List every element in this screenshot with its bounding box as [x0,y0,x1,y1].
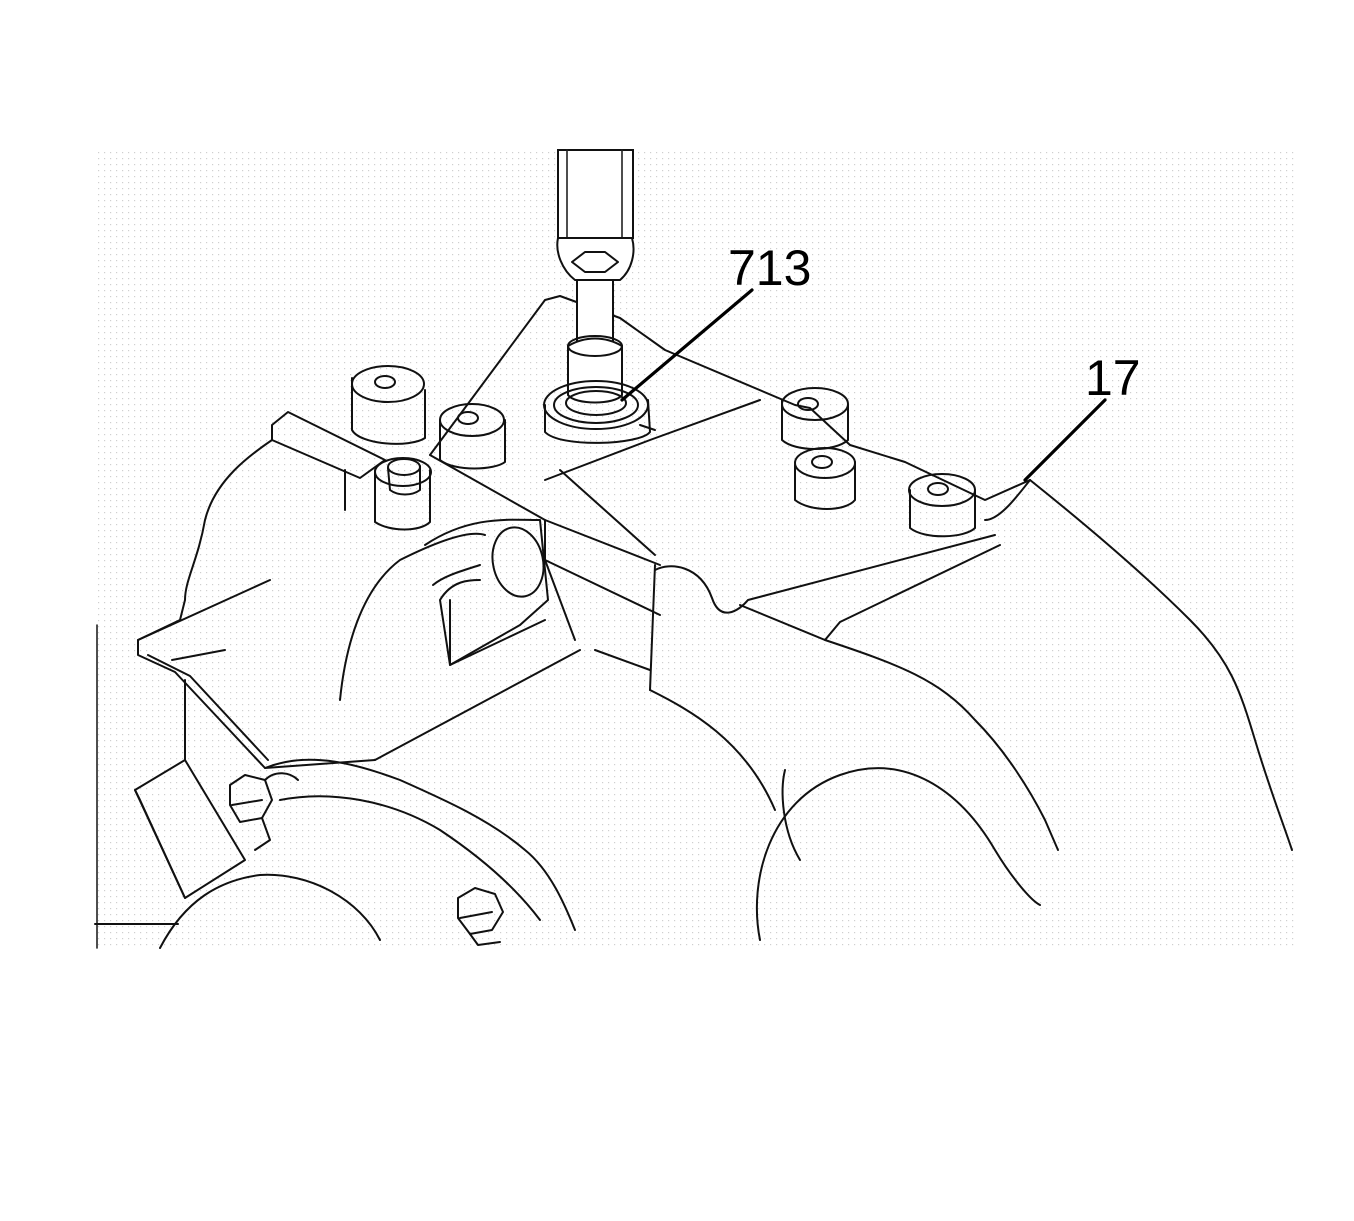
shaft-bore [339,518,549,701]
callout-leader-713 [620,288,754,402]
halftone-background [95,152,1295,950]
installer-tool [556,149,635,404]
mounting-boss [439,403,506,470]
hex-bolt [457,887,504,946]
mounting-boss [351,365,426,445]
mounting-boss [794,447,856,510]
mounting-boss [908,473,976,538]
seal-bore [543,380,656,444]
callout-leader-17 [1023,398,1107,482]
transmission-housing [134,295,1293,949]
callout-label-713: 713 [728,240,811,296]
hex-bolt [229,772,299,851]
mounting-bolt [374,457,432,531]
frame-edge [94,624,179,949]
callout-label-17: 17 [1085,350,1141,406]
